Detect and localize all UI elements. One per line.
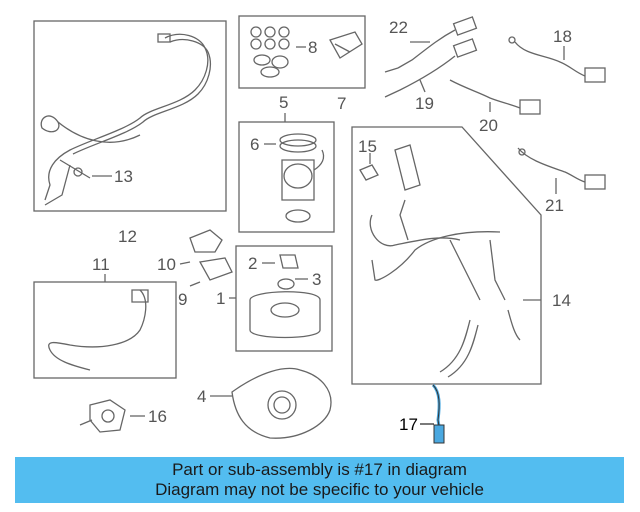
callout-17: 17 [399, 415, 418, 434]
sensor-22 [384, 16, 478, 73]
callout-6: 6 [250, 135, 259, 154]
callout-4: 4 [197, 387, 206, 406]
connector-10 [189, 229, 223, 253]
callout-11: 11 [92, 255, 110, 274]
callout-12: 12 [118, 227, 137, 246]
callout-20: 20 [479, 116, 498, 135]
panel-11-frame [33, 281, 177, 379]
purge-valve-16 [79, 399, 126, 433]
panel-12-frame [33, 20, 227, 212]
callout-18: 18 [553, 27, 572, 46]
sensor-harness-11 [48, 289, 149, 371]
callout-13: 13 [114, 167, 133, 186]
hose-assembly-14 [359, 144, 521, 378]
panel-14-frame [351, 126, 542, 385]
sensor-21 [517, 147, 606, 190]
callout-19: 19 [415, 94, 434, 113]
callout-14: 14 [552, 291, 571, 310]
info-banner: Part or sub-assembly is #17 in diagram D… [15, 457, 624, 503]
pump-module-5 [279, 133, 325, 223]
callout-16: 16 [148, 407, 167, 426]
panel-7-frame [238, 15, 366, 89]
banner-line-1: Part or sub-assembly is #17 in diagram [172, 460, 467, 479]
callout-8: 8 [308, 38, 317, 57]
callout-1: 1 [216, 289, 225, 308]
callout-10: 10 [157, 255, 176, 274]
callout-9: 9 [178, 290, 187, 309]
parts-diagram: 1 2 3 4 5 6 7 8 9 10 11 12 13 14 15 16 1… [33, 15, 606, 444]
callout-2: 2 [248, 254, 257, 273]
callout-3: 3 [312, 270, 321, 289]
sensor-18 [508, 36, 606, 83]
callout-22: 22 [389, 18, 408, 37]
tank-top-1 [249, 254, 321, 339]
sensor-20 [449, 79, 541, 115]
banner-line-2: Diagram may not be specific to your vehi… [155, 480, 484, 499]
hardware-kit-8 [250, 26, 363, 78]
callout-7: 7 [337, 94, 346, 113]
tank-shield-4 [231, 367, 332, 439]
callout-15: 15 [358, 137, 377, 156]
valve-9 [198, 257, 233, 281]
highlighted-part-17 [431, 383, 445, 444]
fuel-line-assembly-12 [40, 33, 212, 206]
sensor-19 [384, 38, 478, 98]
panel-5-frame [238, 121, 335, 233]
callout-21: 21 [545, 196, 564, 215]
callout-5: 5 [279, 93, 288, 112]
